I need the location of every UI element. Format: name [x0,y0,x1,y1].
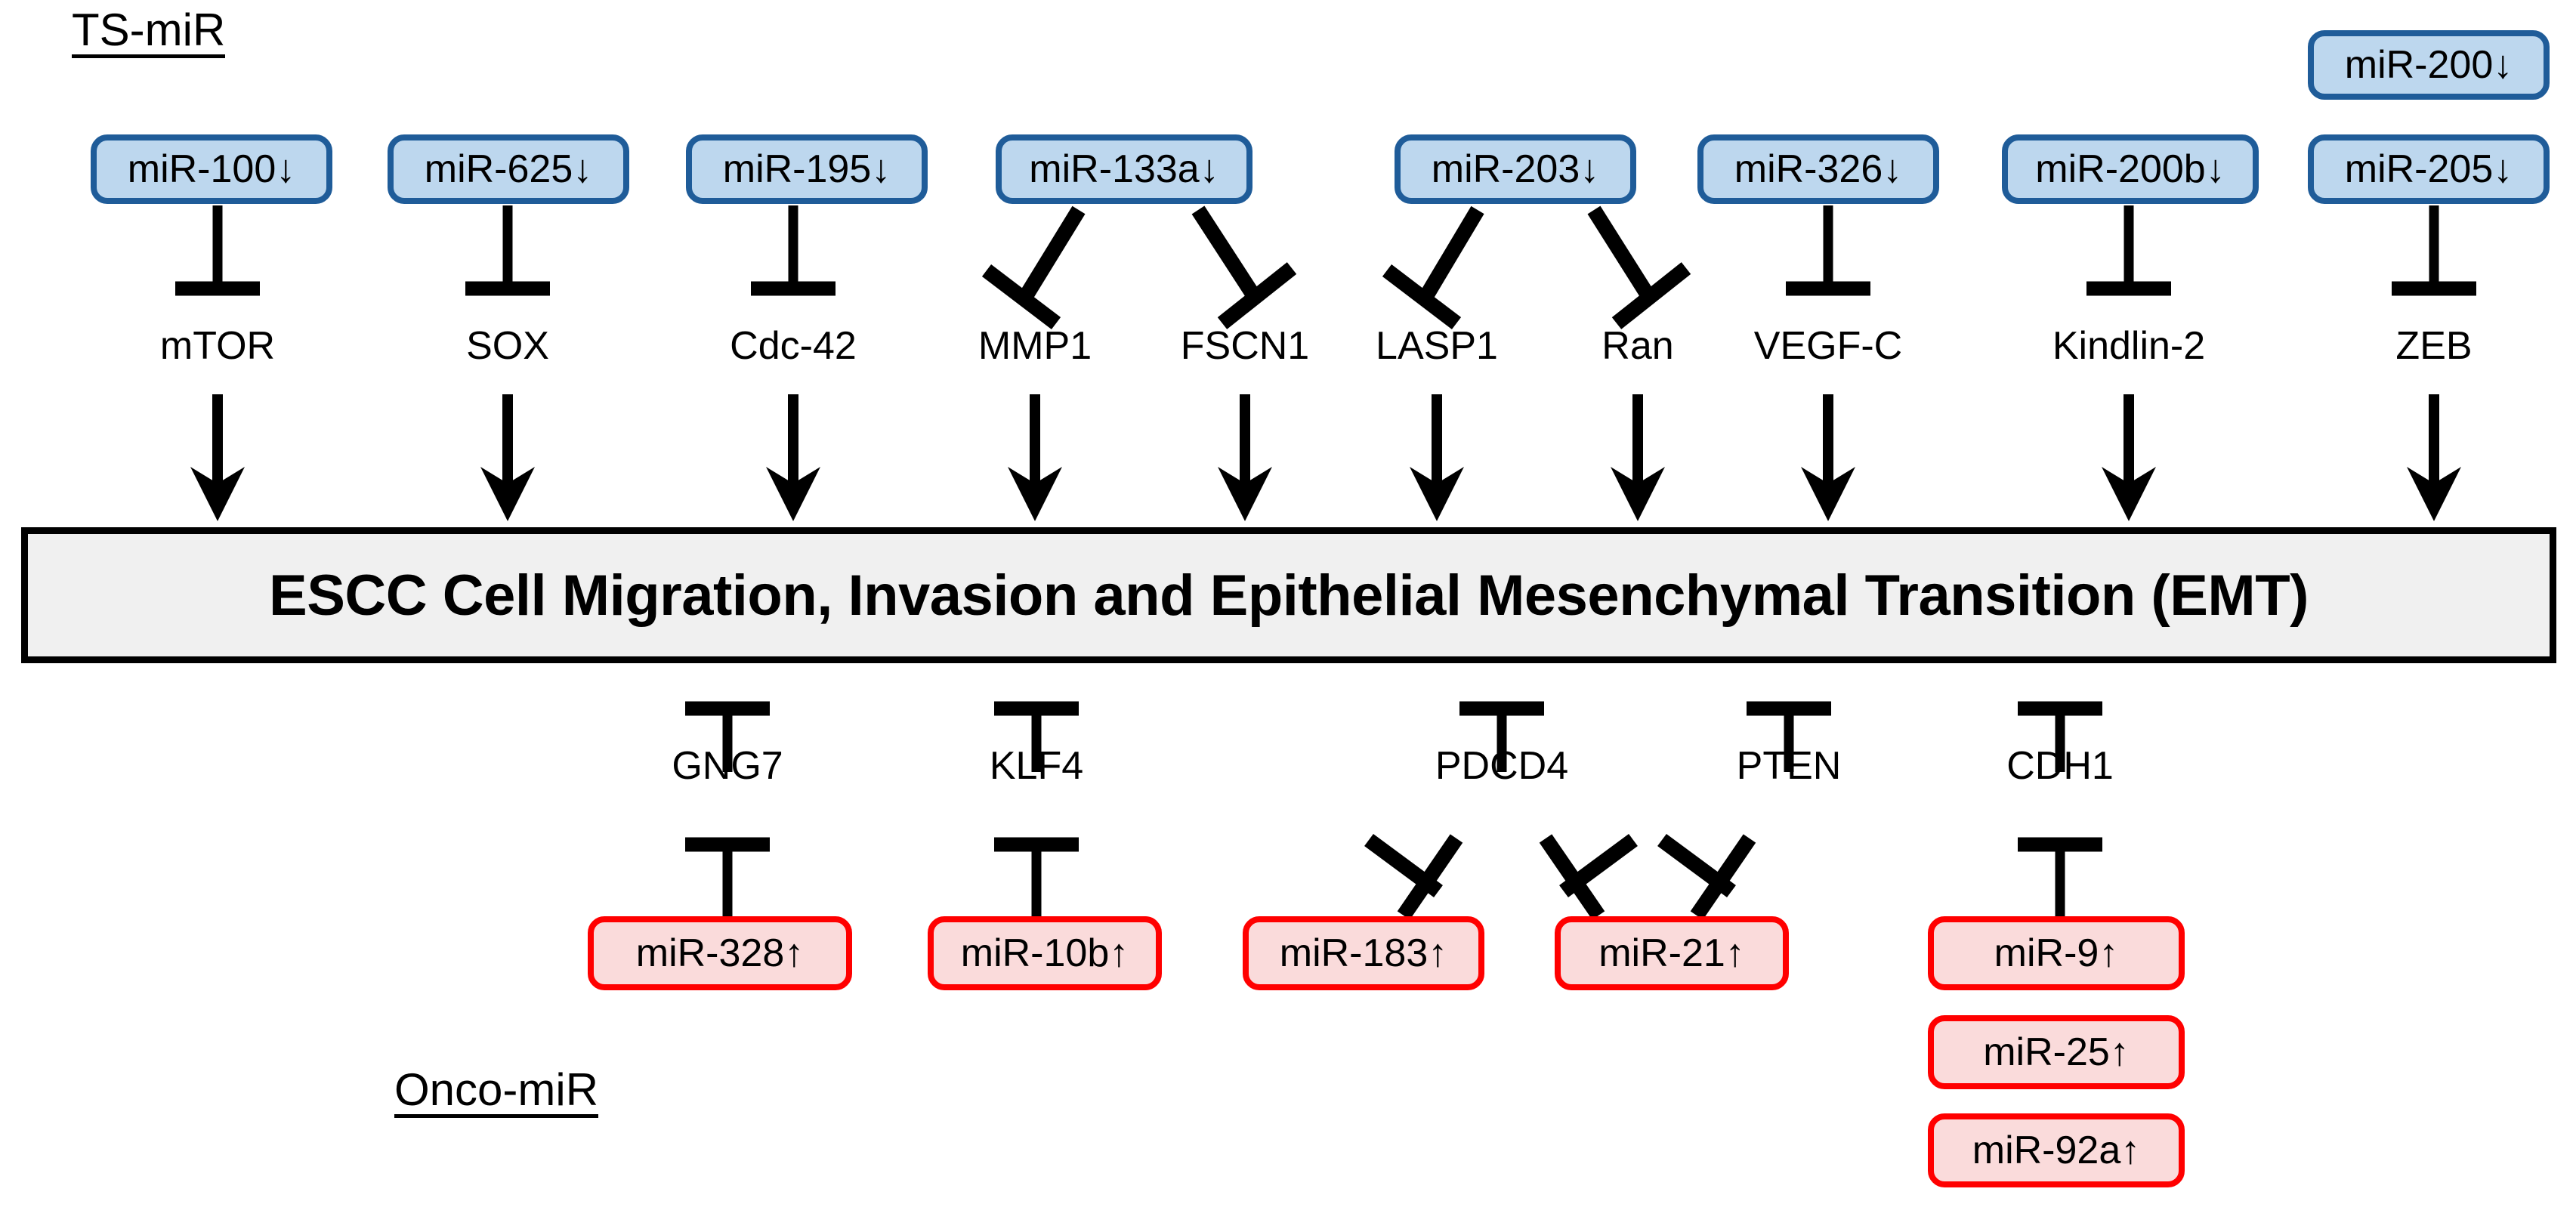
inhibition-connector-zeb [2392,205,2476,296]
gene-label-vegf-c: VEGF-C [1753,324,1903,368]
inhibition-connector-kindlin2 [2086,205,2171,296]
activation-arrow-kindlin2 [2102,394,2156,521]
inhibition-connector-mir183-pdcd4 [1364,833,1463,920]
gene-label-kindlin-2: Kindlin-2 [2052,324,2206,368]
activation-arrow-sox [480,394,535,521]
onco-mir-box-mir-328[interactable]: miR-328↑ [588,916,852,990]
ts-mir-box-mir-100[interactable]: miR-100↓ [91,134,332,204]
ts-mir-box-mir-133a[interactable]: miR-133a↓ [996,134,1252,204]
section-label-onco-mir: Onco-miR [394,1067,599,1118]
onco-mir-box-mir-10b[interactable]: miR-10b↑ [928,916,1162,990]
activation-arrow-mtor [190,394,245,521]
gene-label-pten: PTEN [1736,744,1842,788]
inhibition-connector-fscn1 [1191,205,1297,329]
activation-arrow-ran [1611,394,1665,521]
inhibition-connector-mir10b-klf4 [994,837,1079,916]
inhibition-connector-mir21-pdcd4 [1539,833,1638,920]
activation-arrow-fscn1 [1218,394,1272,521]
inhibition-connector-mmp1 [981,205,1086,329]
inhibition-connector-vegfc [1786,205,1870,296]
gene-label-sox: SOX [466,324,549,368]
inhibition-connector-mtor [175,205,260,296]
onco-mir-box-mir-183[interactable]: miR-183↑ [1243,916,1484,990]
gene-label-cdh1: CDH1 [2006,744,2114,788]
inhibition-connector-mir9-cdh1 [2018,837,2102,916]
onco-mir-box-mir-25[interactable]: miR-25↑ [1928,1015,2185,1089]
ts-mir-box-mir-205[interactable]: miR-205↓ [2308,134,2550,204]
inhibition-connector-cdc42 [751,205,836,296]
gene-label-zeb: ZEB [2395,324,2473,368]
ts-mir-box-mir-203[interactable]: miR-203↓ [1395,134,1636,204]
activation-arrow-mmp1 [1008,394,1062,521]
ts-mir-box-mir-200[interactable]: miR-200↓ [2308,30,2550,100]
activation-arrow-lasp1 [1410,394,1464,521]
gene-label-mmp1: MMP1 [978,324,1092,368]
ts-mir-box-mir-625[interactable]: miR-625↓ [388,134,629,204]
onco-mir-box-mir-92a[interactable]: miR-92a↑ [1928,1113,2185,1187]
gene-label-gng7: GNG7 [672,744,783,788]
onco-mir-box-mir-21[interactable]: miR-21↑ [1555,916,1789,990]
inhibition-connector-lasp1 [1382,205,1484,329]
activation-arrow-zeb [2407,394,2461,521]
gene-label-klf4: KLF4 [989,744,1084,788]
gene-label-mtor: mTOR [159,324,276,368]
gene-label-lasp1: LASP1 [1376,324,1498,368]
escc-process-label: ESCC Cell Migration, Invasion and Epithe… [269,563,2309,628]
inhibition-connector-mir21-pten [1657,833,1756,920]
section-label-ts-mir: TS-miR [72,8,226,58]
inhibition-connector-ran [1587,205,1691,329]
gene-label-pdcd4: PDCD4 [1435,744,1569,788]
ts-mir-box-mir-200b[interactable]: miR-200b↓ [2002,134,2259,204]
activation-arrow-cdc42 [766,394,820,521]
escc-process-bar: ESCC Cell Migration, Invasion and Epithe… [21,527,2556,663]
ts-mir-box-mir-326[interactable]: miR-326↓ [1697,134,1939,204]
activation-arrow-vegfc [1801,394,1855,521]
onco-mir-box-mir-9[interactable]: miR-9↑ [1928,916,2185,990]
gene-label-cdc-42: Cdc-42 [730,324,857,368]
gene-label-fscn1: FSCN1 [1180,324,1310,368]
inhibition-connector-mir328-gng7 [685,837,770,916]
inhibition-connector-sox [465,205,550,296]
gene-label-ran: Ran [1602,324,1674,368]
ts-mir-box-mir-195[interactable]: miR-195↓ [686,134,928,204]
